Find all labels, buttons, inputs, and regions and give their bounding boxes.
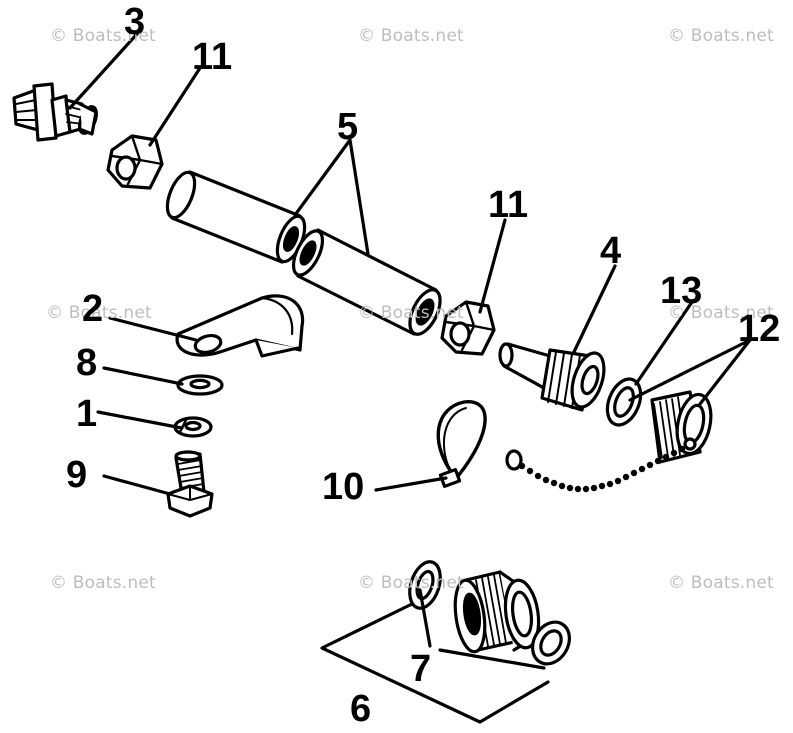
part-4-fitting	[498, 342, 606, 412]
callout-11-lower: 11	[488, 184, 529, 226]
part-7-washer-right	[531, 620, 571, 666]
callout-12: 12	[738, 308, 781, 350]
part-11-clamp-lower	[440, 300, 496, 356]
watermark: © Boats.net	[50, 26, 156, 46]
watermark: © Boats.net	[668, 303, 774, 323]
part-5-hose-lower	[291, 228, 442, 336]
callout-10: 10	[322, 466, 365, 508]
part-12-chain	[518, 445, 686, 493]
callout-4: 4	[600, 230, 622, 272]
callout-2: 2	[82, 288, 104, 330]
watermark: © Boats.net	[358, 573, 464, 593]
part-3-hose-connector	[12, 82, 98, 142]
watermark: © Boats.net	[358, 26, 464, 46]
callout-5: 5	[337, 106, 359, 148]
callout-9: 9	[66, 454, 88, 496]
callout-13: 13	[660, 270, 703, 312]
part-9-bolt	[166, 450, 214, 518]
watermark: © Boats.net	[46, 303, 152, 323]
callout-3: 3	[124, 1, 146, 43]
part-13-o-ring	[605, 377, 643, 427]
watermark: © Boats.net	[668, 573, 774, 593]
callout-1: 1	[76, 393, 98, 435]
part-12-cap	[650, 390, 713, 464]
part-8-washer	[176, 374, 224, 396]
part-2-bracket	[175, 294, 305, 358]
part-12-chain-ring	[505, 449, 523, 471]
callout-8: 8	[76, 342, 98, 384]
part-11-clamp-upper	[106, 134, 164, 190]
callout-11-upper: 11	[192, 36, 233, 78]
part-5-hose-upper	[165, 170, 307, 264]
part-1-lock-washer	[173, 416, 213, 438]
part-7-washer-left	[408, 560, 442, 610]
watermark: © Boats.net	[50, 573, 156, 593]
leader-lines	[68, 32, 752, 724]
part-6-coupling-nut	[453, 570, 541, 654]
callout-7: 7	[410, 648, 432, 690]
callout-6: 6	[350, 688, 372, 730]
watermark: © Boats.net	[668, 26, 774, 46]
watermark: © Boats.net	[358, 303, 464, 323]
part-10-tie-strap	[436, 400, 487, 488]
